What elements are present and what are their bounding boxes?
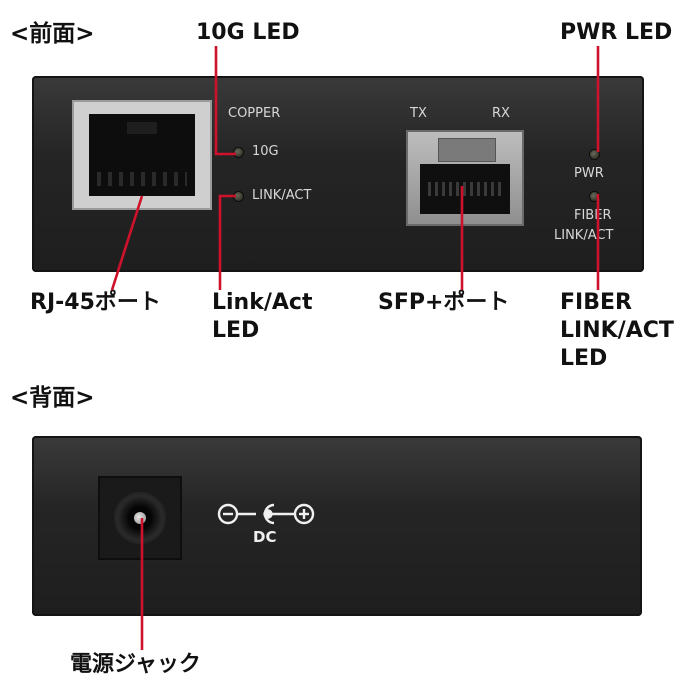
rj45-port <box>72 100 212 210</box>
led-10g <box>234 148 243 157</box>
back-section-title: <背面> <box>10 385 95 411</box>
callout-10g-led: 10G LED <box>196 20 300 45</box>
callout-fiber-line2: LINK/ACT <box>560 318 674 343</box>
callout-fiber-line1: FIBER <box>560 290 632 315</box>
leader-link-act-led <box>218 194 236 290</box>
callout-sfp-port: SFP+ポート <box>378 290 510 315</box>
front-panel: COPPER 10G LINK/ACT TX RX PWR FIBER LINK… <box>32 76 644 272</box>
dc-polarity-icon <box>217 503 315 525</box>
led-fiber-link-act <box>590 192 599 201</box>
sfp-cage <box>420 164 510 214</box>
label-copper: COPPER <box>228 106 281 121</box>
callout-fiber-line3: LED <box>560 346 608 371</box>
sfp-port <box>406 130 524 226</box>
callout-pwr-led: PWR LED <box>560 20 673 45</box>
sfp-tab <box>438 138 496 162</box>
rj45-latch <box>127 122 157 134</box>
callout-leaders <box>110 46 600 650</box>
callout-rj45-port: RJ-45ポート <box>30 290 161 315</box>
callout-link-act-line2: LED <box>212 318 260 343</box>
rj45-socket <box>89 114 195 196</box>
label-rx: RX <box>492 106 510 121</box>
dc-power-jack <box>98 476 182 560</box>
leader-rj45-port <box>110 195 144 291</box>
label-pwr: PWR <box>574 166 604 181</box>
sfp-connector <box>428 182 502 196</box>
callout-link-act-line1: Link/Act <box>212 290 313 315</box>
leader-10g-led <box>214 46 236 156</box>
label-fiber: FIBER <box>574 208 612 223</box>
led-pwr <box>590 150 599 159</box>
rj45-pins <box>97 172 187 186</box>
label-tx: TX <box>410 106 427 121</box>
label-dc: DC <box>253 528 277 546</box>
led-link-act <box>234 192 243 201</box>
label-10g: 10G <box>252 144 279 159</box>
label-link-act: LINK/ACT <box>252 188 312 203</box>
front-section-title: <前面> <box>10 21 95 47</box>
callout-power-jack: 電源ジャック <box>70 652 201 677</box>
